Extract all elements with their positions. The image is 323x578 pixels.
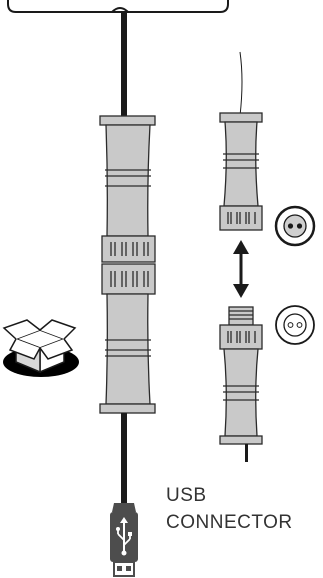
device-box-icon [7,0,229,13]
double-arrow-icon [233,240,249,298]
usb-plug [110,503,138,577]
cable-top [121,12,127,118]
upper-connector [219,112,263,231]
cable-bottom [121,413,127,503]
lower-connector [219,306,263,445]
usb-label-line1: USB [166,485,207,506]
unboxing-icon [2,319,79,377]
usb-label-line2: CONNECTOR [166,512,293,533]
socket-female-icon [274,205,316,247]
socket-male-icon [275,305,315,345]
thin-wire [239,51,243,117]
usb-symbol-icon [116,517,132,556]
lower-cable-stub [245,444,248,462]
main-connector [99,115,156,414]
